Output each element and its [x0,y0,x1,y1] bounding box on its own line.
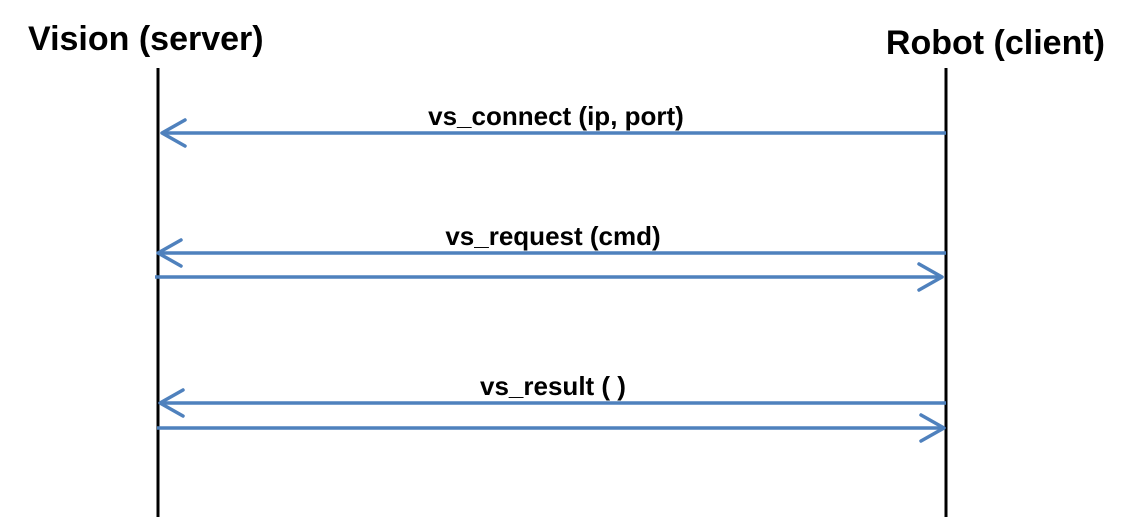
message-vs-request: vs_request (cmd) [155,221,946,292]
arrow-to-server [158,388,946,418]
message-label-vs-connect: vs_connect (ip, port) [428,101,684,131]
message-label-vs-request: vs_request (cmd) [445,221,660,251]
message-vs-connect: vs_connect (ip, port) [160,101,946,148]
message-vs-result: vs_result ( ) [157,371,946,443]
arrow-to-server [160,118,946,148]
arrow-to-client [155,262,944,292]
arrow-to-server [156,238,946,268]
server-actor-label: Vision (server) [28,20,264,58]
client-actor-label: Robot (client) [886,24,1105,62]
message-label-vs-result: vs_result ( ) [480,371,626,401]
arrow-to-client [157,413,946,443]
